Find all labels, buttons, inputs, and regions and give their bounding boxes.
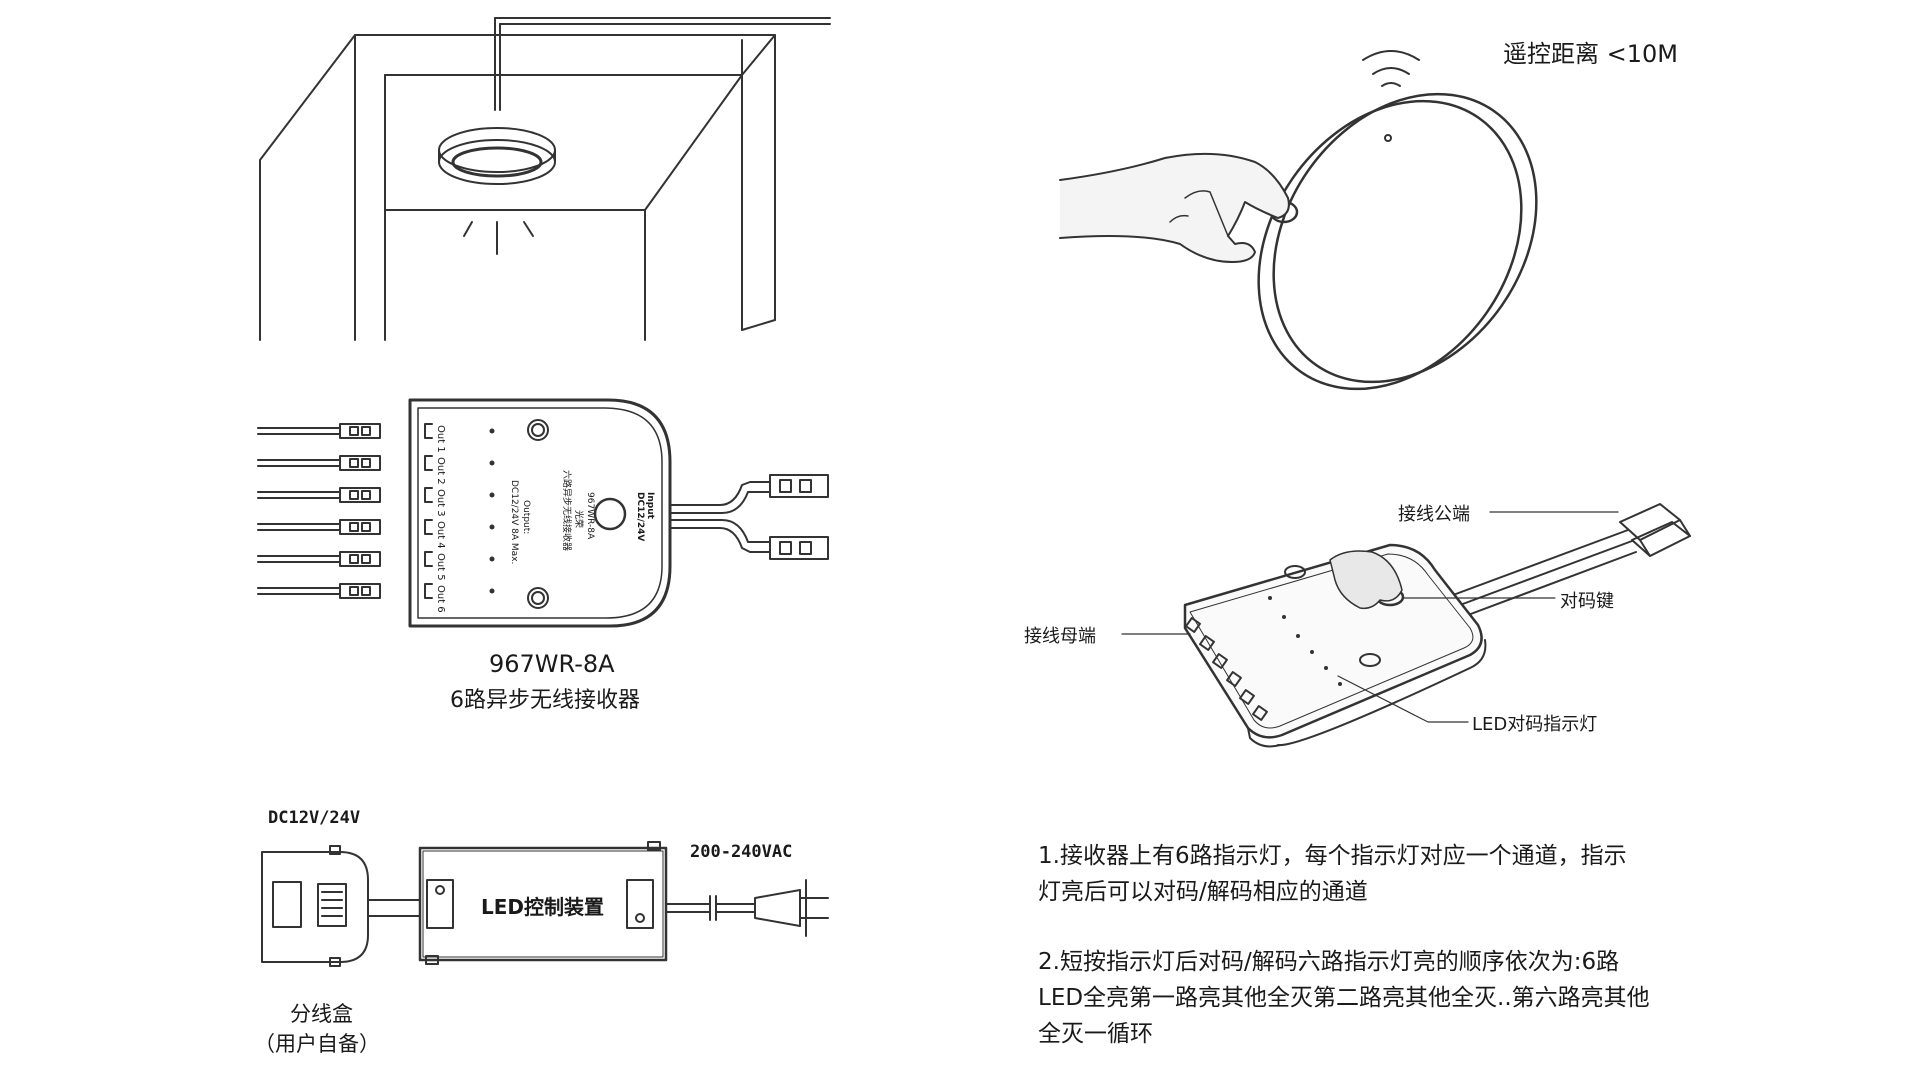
- receiver-input-voltage: DC12/24V: [635, 492, 645, 541]
- ac-voltage-label: 200-240VAC: [690, 842, 793, 862]
- note-1: 1.接收器上有6路指示灯，每个指示灯对应一个通道，指示 灯亮后可以对码/解码相应…: [1038, 838, 1678, 910]
- male-end-label: 接线公端: [1398, 504, 1470, 525]
- callout-leaders: [1121, 511, 1619, 723]
- receiver-out-label: Out 4: [435, 521, 446, 549]
- junction-box-label: 分线盒: [290, 1002, 353, 1026]
- receiver-output-spec: DC12/24V 8A Max.: [509, 480, 519, 564]
- remote-illustration: [1059, 50, 1538, 391]
- female-end-label: 接线母端: [1024, 626, 1096, 647]
- receiver-device-name: 六路异步无线接收器: [561, 470, 573, 551]
- receiver-device-model: 967WR-8A: [585, 492, 595, 540]
- cabinet-illustration: [259, 17, 831, 341]
- receiver-out-label: Out 1: [435, 425, 446, 453]
- ac-plug: [754, 889, 801, 927]
- user-supplied-label: （用户自备）: [254, 1032, 380, 1056]
- note-2-line-3: 全灭一循环: [1038, 1021, 1153, 1047]
- receiver-illustration: [257, 398, 829, 628]
- note-1-line-2: 灯亮后可以对码/解码相应的通道: [1038, 879, 1368, 905]
- receiver-model-label: 967WR-8A: [489, 650, 615, 678]
- receiver-out-label: Out 6: [435, 585, 446, 613]
- led-indicator-label: LED对码指示灯: [1472, 714, 1598, 735]
- connector-module-illustration: [1121, 503, 1691, 748]
- female-ports: [1185, 617, 1268, 721]
- receiver-output-wires: [257, 423, 381, 599]
- receiver-input-label: Input: [645, 492, 655, 520]
- note-1-line-1: 1.接收器上有6路指示灯，每个指示灯对应一个通道，指示: [1038, 843, 1627, 869]
- puck-light: [438, 127, 556, 185]
- receiver-out-label: Out 2: [435, 457, 446, 485]
- receiver-pair-button: [593, 497, 627, 531]
- note-2-line-2: LED全亮第一路亮其他全灭第二路亮其他全灭..第六路亮其他: [1038, 985, 1650, 1011]
- power-illustration: [261, 841, 829, 967]
- remote-distance-label: 遥控距离 <10M: [1503, 40, 1678, 68]
- wireless-signal-icon: [1362, 50, 1420, 87]
- pair-key-label: 对码键: [1560, 591, 1614, 612]
- note-2-line-1: 2.短按指示灯后对码/解码六路指示灯亮的顺序依次为:6路: [1038, 949, 1620, 975]
- receiver-name-label: 6路异步无线接收器: [450, 688, 640, 713]
- module-indicator-leds: [1268, 596, 1342, 686]
- receiver-indicator-leds: [489, 428, 495, 594]
- note-2: 2.短按指示灯后对码/解码六路指示灯亮的顺序依次为:6路 LED全亮第一路亮其他…: [1038, 944, 1678, 1052]
- junction-box: [261, 845, 369, 967]
- receiver-out-label: Out 3: [435, 489, 446, 517]
- receiver-device-brand: 光荣: [573, 510, 585, 528]
- dc-voltage-label: DC12V/24V: [268, 808, 361, 828]
- receiver-out-label: Out 5: [435, 553, 446, 581]
- controller-label: LED控制装置: [481, 895, 605, 919]
- receiver-output-label: Output:: [521, 500, 531, 534]
- receiver-device-print: Out 1 Out 2 Out 3 Out 4 Out 5 Out 6 Inpu…: [435, 425, 655, 613]
